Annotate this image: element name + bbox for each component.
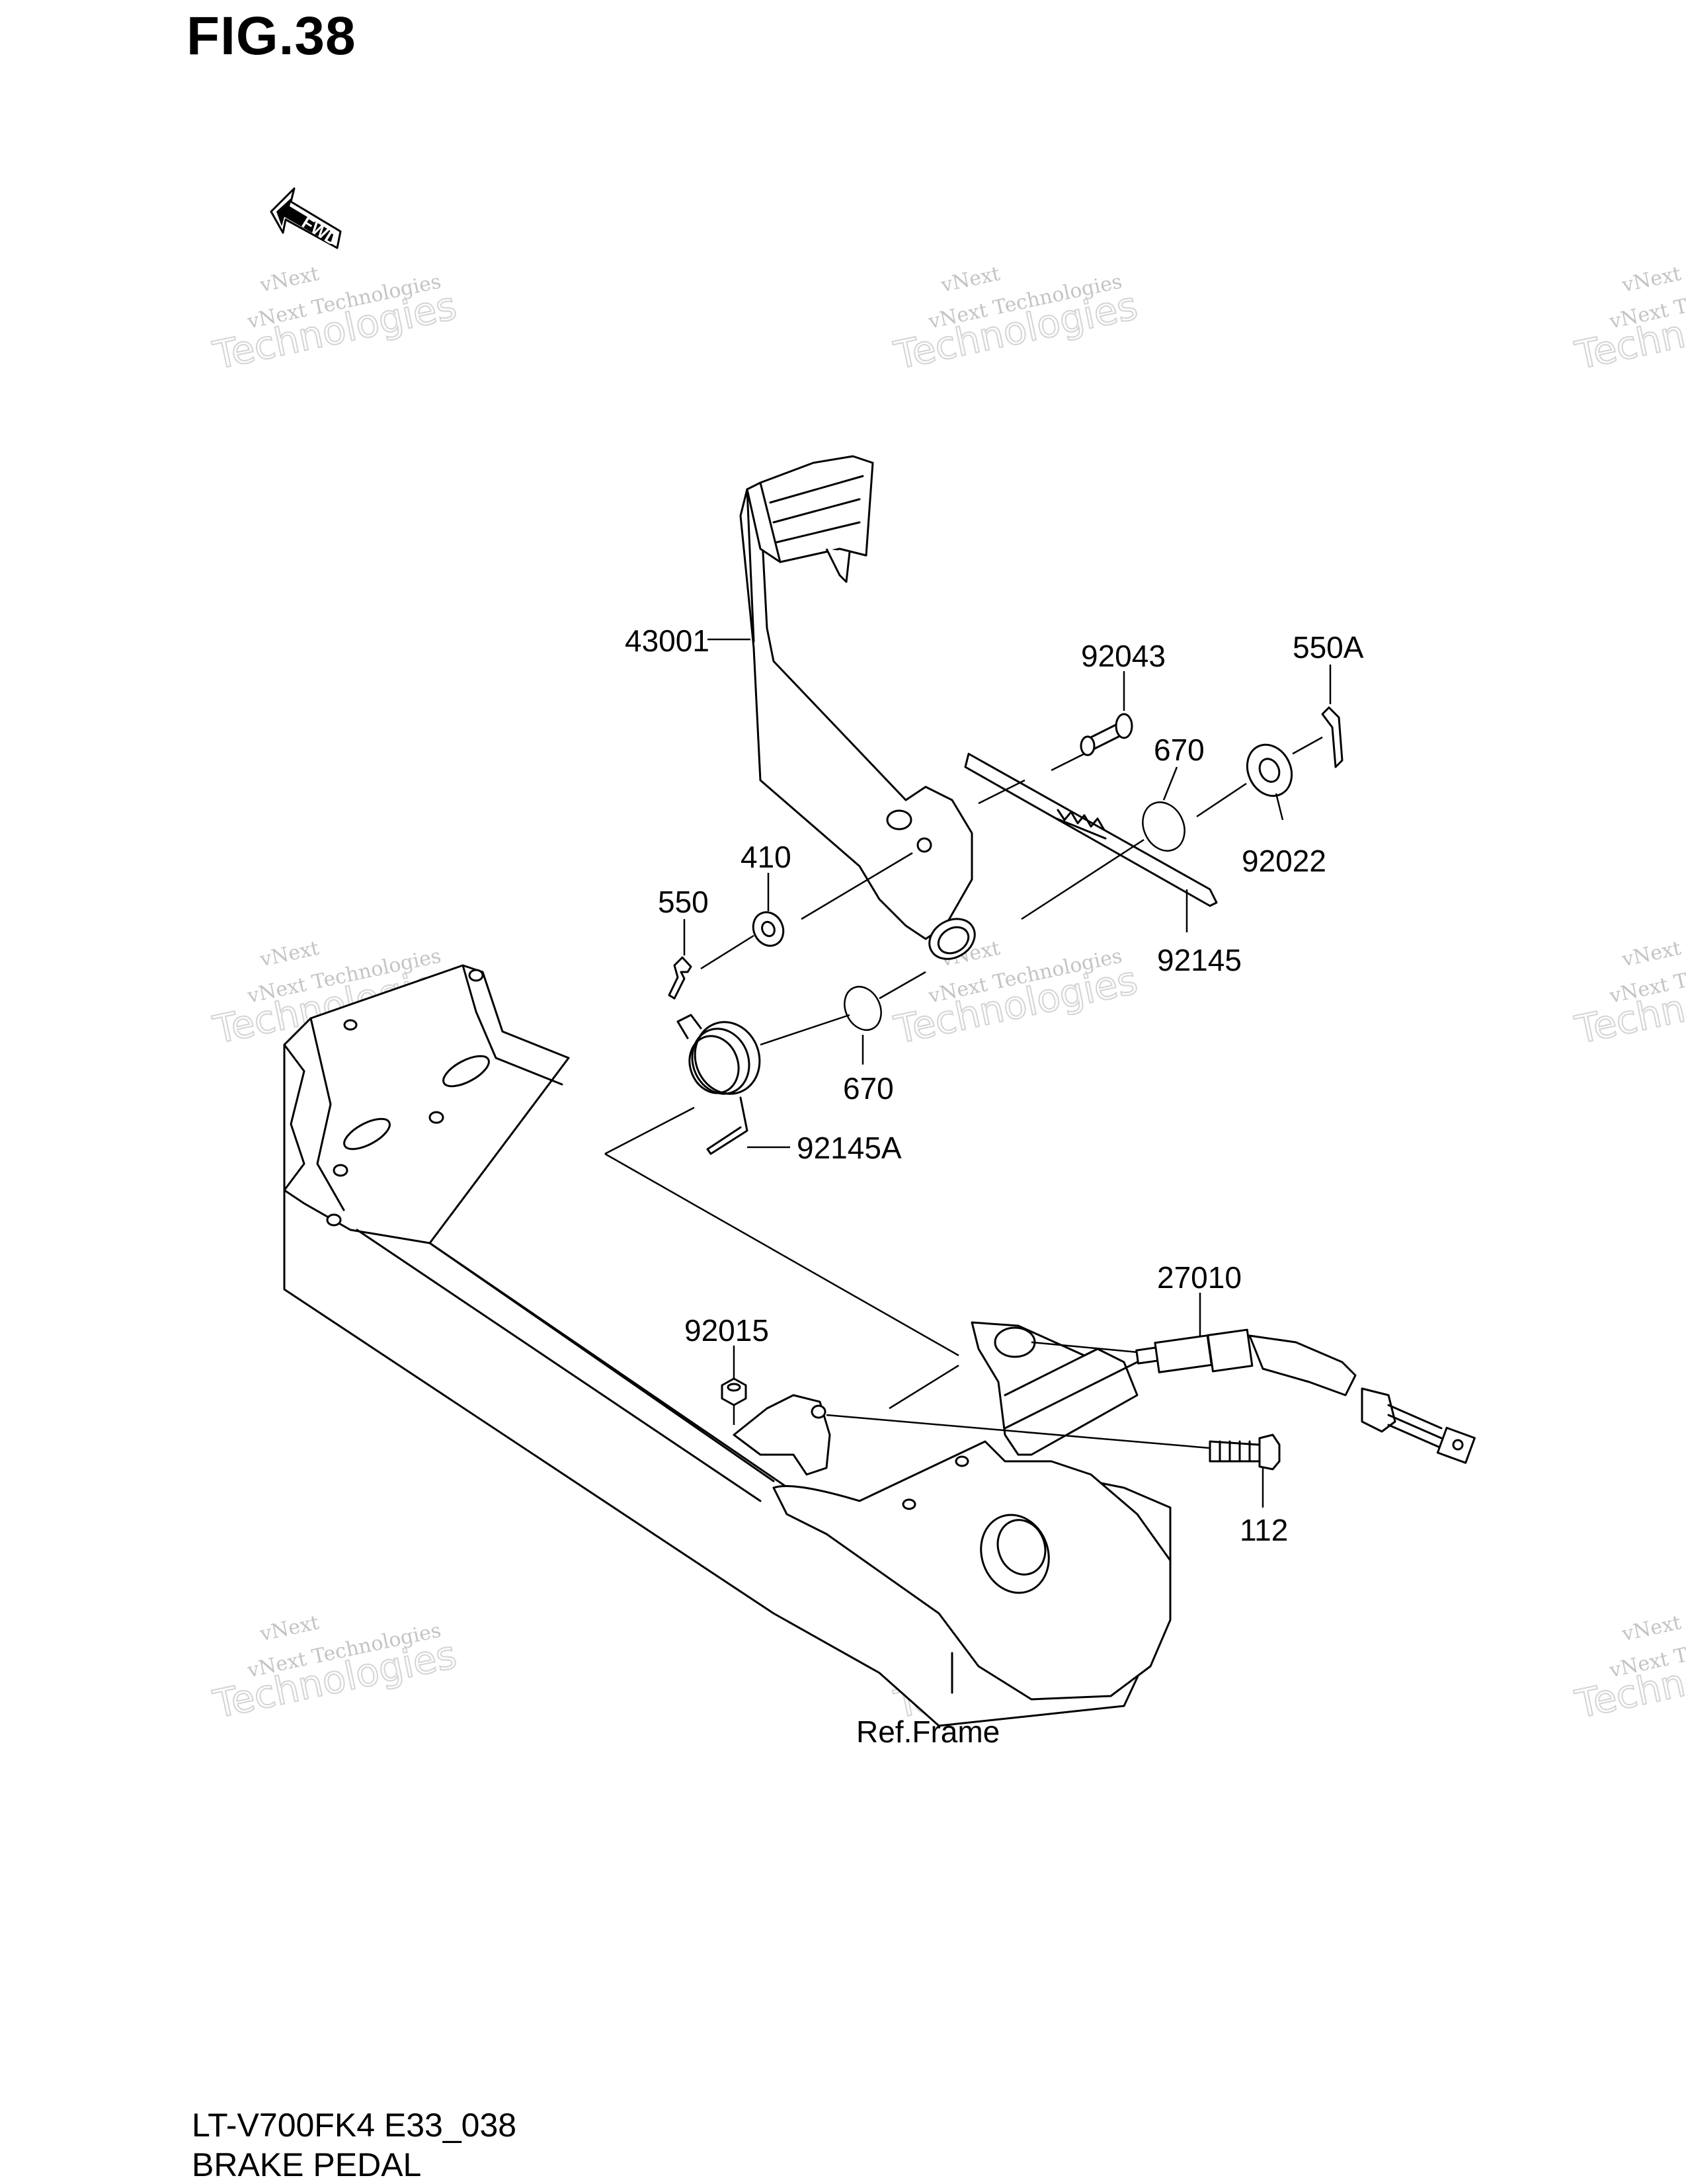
o-ring-670-upper [1142,801,1185,852]
part-labels: 43001 92043 550A 670 92022 410 550 92145… [625,624,1364,1749]
part-label-92043: 92043 [1081,639,1166,673]
washer-92022 [1246,743,1293,797]
watermark-text: vNext [938,262,1002,297]
model-code: LT-V700FK4 E33_038 [192,2107,517,2144]
part-label-92015: 92015 [684,1313,769,1348]
coil-spring-small [1055,809,1107,840]
part-label-112: 112 [1240,1513,1288,1547]
brake-pedal-43001 [739,455,976,1694]
watermark-text: vNext [257,936,321,971]
watermark-text: vNext [257,1611,321,1646]
nut-92015 [721,1377,747,1406]
watermark-text: vNext [1619,1611,1683,1646]
fwd-arrow-icon: FWD [270,187,342,250]
part-label-670-lower: 670 [843,1071,894,1106]
part-label-92145: 92145 [1157,943,1242,977]
part-label-92022: 92022 [1242,844,1326,878]
part-label-92145a: 92145A [797,1131,902,1165]
figure-title: FIG.38 [186,6,356,66]
watermark-text: Technologies [1572,283,1686,378]
watermark: vNext vNext Technologies Technologies [1571,936,1686,1053]
bolt-112 [1209,1434,1281,1471]
part-label-550: 550 [658,885,709,919]
watermark: vNext vNext Technologies Technologies [890,262,1143,379]
watermark-text: vNext [1619,936,1683,971]
section-name: BRAKE PEDAL [192,2146,422,2183]
washer-410 [752,911,785,947]
watermark: vNext vNext Technologies Technologies [209,1611,462,1728]
cotter-pin-550 [668,956,692,1000]
part-label-43001: 43001 [625,624,709,658]
cotter-pin-550a [1321,706,1344,768]
watermark-text: Technologies [1572,1632,1686,1727]
frame-bracket [283,964,1172,1727]
assembly-guide-lines [604,736,1323,1449]
part-label-ref-frame: Ref.Frame [856,1715,1000,1749]
pin-92043 [1080,713,1133,756]
watermark: vNext vNext Technologies Technologies [1571,262,1686,379]
watermark-text: vNext [1619,262,1683,297]
return-spring-92145a [676,1014,761,1155]
o-ring-670-lower [844,986,882,1031]
part-label-410: 410 [741,840,791,874]
shaft-92145 [964,752,1218,932]
watermark: vNext vNext Technologies Technologies [209,262,462,379]
watermark-text: Technologies [1572,957,1686,1053]
part-label-670-upper: 670 [1154,733,1205,767]
watermark-text: vNext [257,262,321,297]
leader-lines [683,638,1332,1508]
part-label-27010: 27010 [1157,1260,1242,1295]
part-label-550a: 550A [1293,630,1364,665]
brake-switch-27010 [1135,1328,1476,1464]
watermark: vNext vNext Technologies Technologies [1571,1611,1686,1728]
